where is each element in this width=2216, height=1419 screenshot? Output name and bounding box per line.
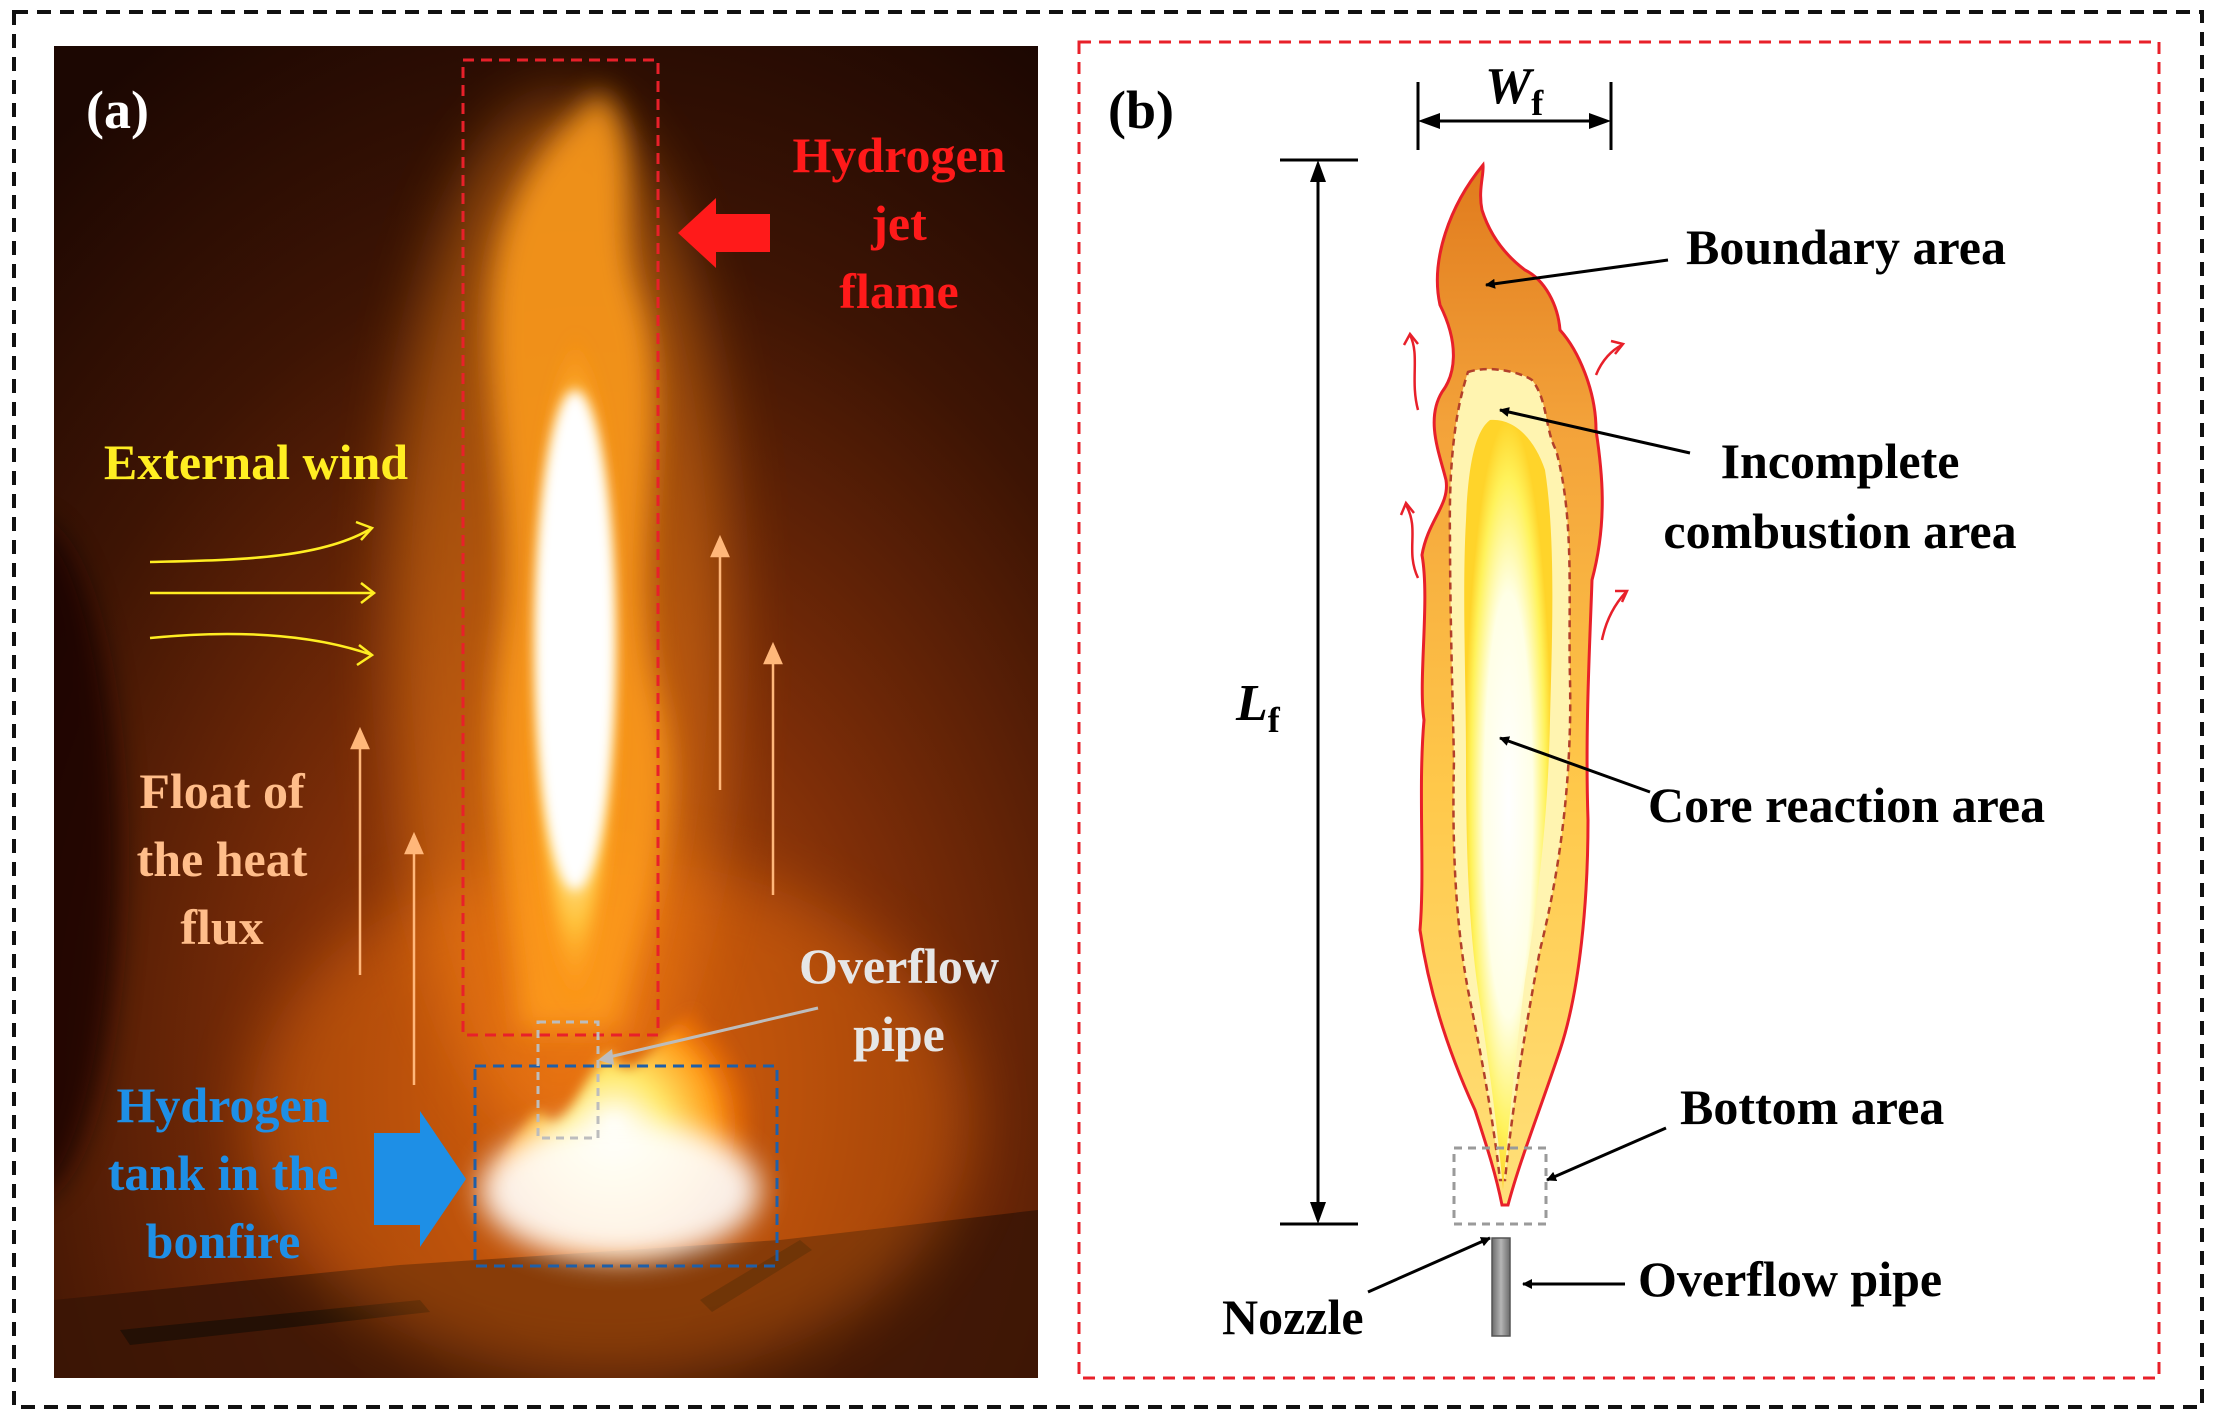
jet-flame-core [535,390,615,890]
flame-width-label: Wf [1485,58,1544,123]
width-arrow-right [1589,113,1611,129]
flame-core-zone [1464,419,1553,1191]
panel-b-label: (b) [1108,80,1174,140]
width-arrow-left [1418,113,1440,129]
panel-b-frame [1077,40,2161,1380]
heat-flux-label-1: Float of [139,763,306,819]
jet-flame-arrow [678,198,770,268]
width-dimension [1416,82,1613,150]
wind-arrows [149,520,377,667]
heat-flux-arrows [350,534,783,1085]
ground-wood [120,1240,812,1345]
incomplete-combustion-label-1: Incomplete [1721,433,1960,489]
dark-structure [54,532,120,1188]
outer-frame [12,10,2204,1409]
tank-label-2: tank in the [108,1145,339,1201]
label-pointers [1367,258,1691,1294]
incomplete-combustion-label-2: combustion area [1663,503,2016,559]
jet-flame-label-3: flame [839,263,958,319]
tank-label-3: bonfire [146,1213,301,1269]
boundary-area-label: Boundary area [1686,219,2006,275]
entrainment-arrows [1399,331,1629,641]
panel-a [54,46,1038,1378]
bottom-area-box [1452,1146,1548,1226]
nozzle-label: Nozzle [1222,1289,1364,1345]
length-dimension [1280,158,1358,1226]
flame-length-label: Lf [1235,675,1281,740]
jet-flame-box [461,58,660,1037]
jet-flame-label-2: jet [870,195,927,251]
length-arrow-top [1310,160,1326,182]
length-arrow-bottom [1310,1202,1326,1224]
core-reaction-label: Core reaction area [1648,777,2045,833]
overflow-pipe [1491,1237,1511,1337]
bottom-area-label: Bottom area [1680,1079,1944,1135]
heat-flux-label-2: the heat [137,831,308,887]
overflow-pipe-label: Overflow pipe [1638,1251,1942,1307]
overflow-pipe-box [536,1020,600,1140]
panel-a-label: (a) [86,80,149,140]
bonfire-core [480,1120,760,1260]
heat-flux-label-3: flux [180,899,263,955]
overflow-pipe-label-2: pipe [853,1006,945,1062]
overflow-pipe-pointer-head [598,1049,614,1065]
external-wind-label: External wind [104,434,408,490]
overflow-pipe-pointer [604,1006,819,1060]
tank-label-1: Hydrogen [117,1077,330,1133]
tank-box [473,1064,779,1268]
tank-arrow [374,1111,466,1247]
overflow-pipe-label-1: Overflow [799,938,999,994]
jet-flame-label-1: Hydrogen [793,127,1006,183]
